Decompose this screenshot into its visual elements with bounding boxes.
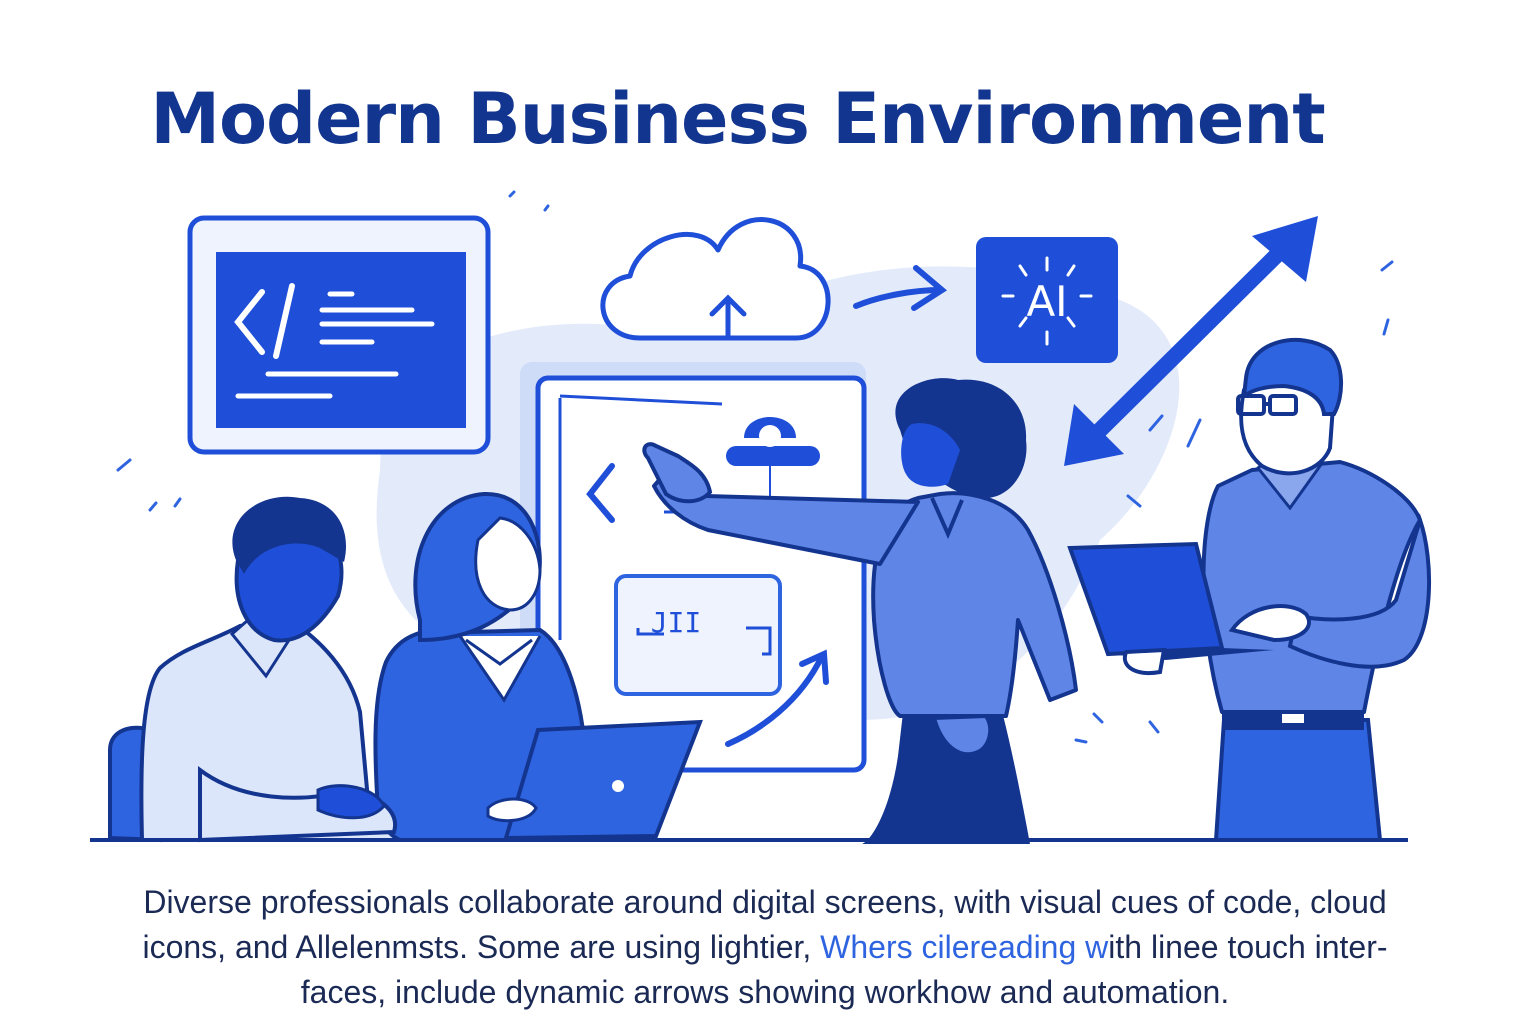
caption-line-2c: ith linee touch inter- — [1108, 929, 1388, 965]
woman-face — [474, 516, 542, 612]
user-pin-icon — [726, 417, 820, 514]
presenter-face — [901, 423, 960, 487]
man-with-laptop — [1067, 337, 1432, 842]
code-brackets-icon — [234, 283, 295, 359]
arrow-right-icon — [853, 265, 948, 311]
caption-line-2: icons, and Allelenmsts. Some are using l… — [120, 925, 1410, 970]
whiteboard: JII — [520, 362, 867, 773]
ai-label: AI — [1026, 277, 1067, 326]
ai-tile: AI — [976, 237, 1118, 363]
man-hair — [1241, 337, 1344, 416]
man-seated-hand — [316, 784, 386, 820]
chevron-left-icon — [586, 463, 615, 523]
woman-hand — [486, 797, 538, 823]
presenter-person — [642, 378, 1078, 844]
caption: Diverse professionals collaborate around… — [120, 880, 1410, 1015]
code-screen — [187, 215, 491, 455]
caption-line-1: Diverse professionals collaborate around… — [143, 884, 1387, 920]
man-laptop — [1067, 541, 1225, 657]
caption-line-3: faces, include dynamic arrows showing wo… — [300, 974, 1230, 1010]
page-title: Modern Business Environment — [150, 78, 1325, 160]
caption-line-2b: Whers cilereading w — [820, 929, 1109, 965]
arrow-up-right-icon — [725, 649, 829, 747]
man-seated — [108, 496, 401, 843]
double-arrow-icon — [1064, 216, 1318, 466]
ui-button-widget — [614, 574, 782, 696]
caption-line-2a: icons, and Allelenmsts. Some are using l… — [142, 929, 821, 965]
man-right-arm — [1287, 513, 1432, 669]
code-lines — [235, 291, 435, 399]
man-seated-hair — [232, 496, 347, 574]
presenter-hand-2 — [931, 713, 993, 757]
man-right-hand — [1228, 604, 1311, 643]
woman-laptop — [503, 719, 703, 841]
decorative-sparkles — [116, 190, 1394, 744]
woman-seated — [373, 491, 703, 842]
presenter-hand — [642, 442, 713, 504]
cloud-upload-icon — [600, 217, 831, 341]
ai-sparkle-icon — [1001, 256, 1093, 346]
glasses-icon — [1236, 394, 1298, 416]
man-left-hand — [1122, 647, 1167, 675]
